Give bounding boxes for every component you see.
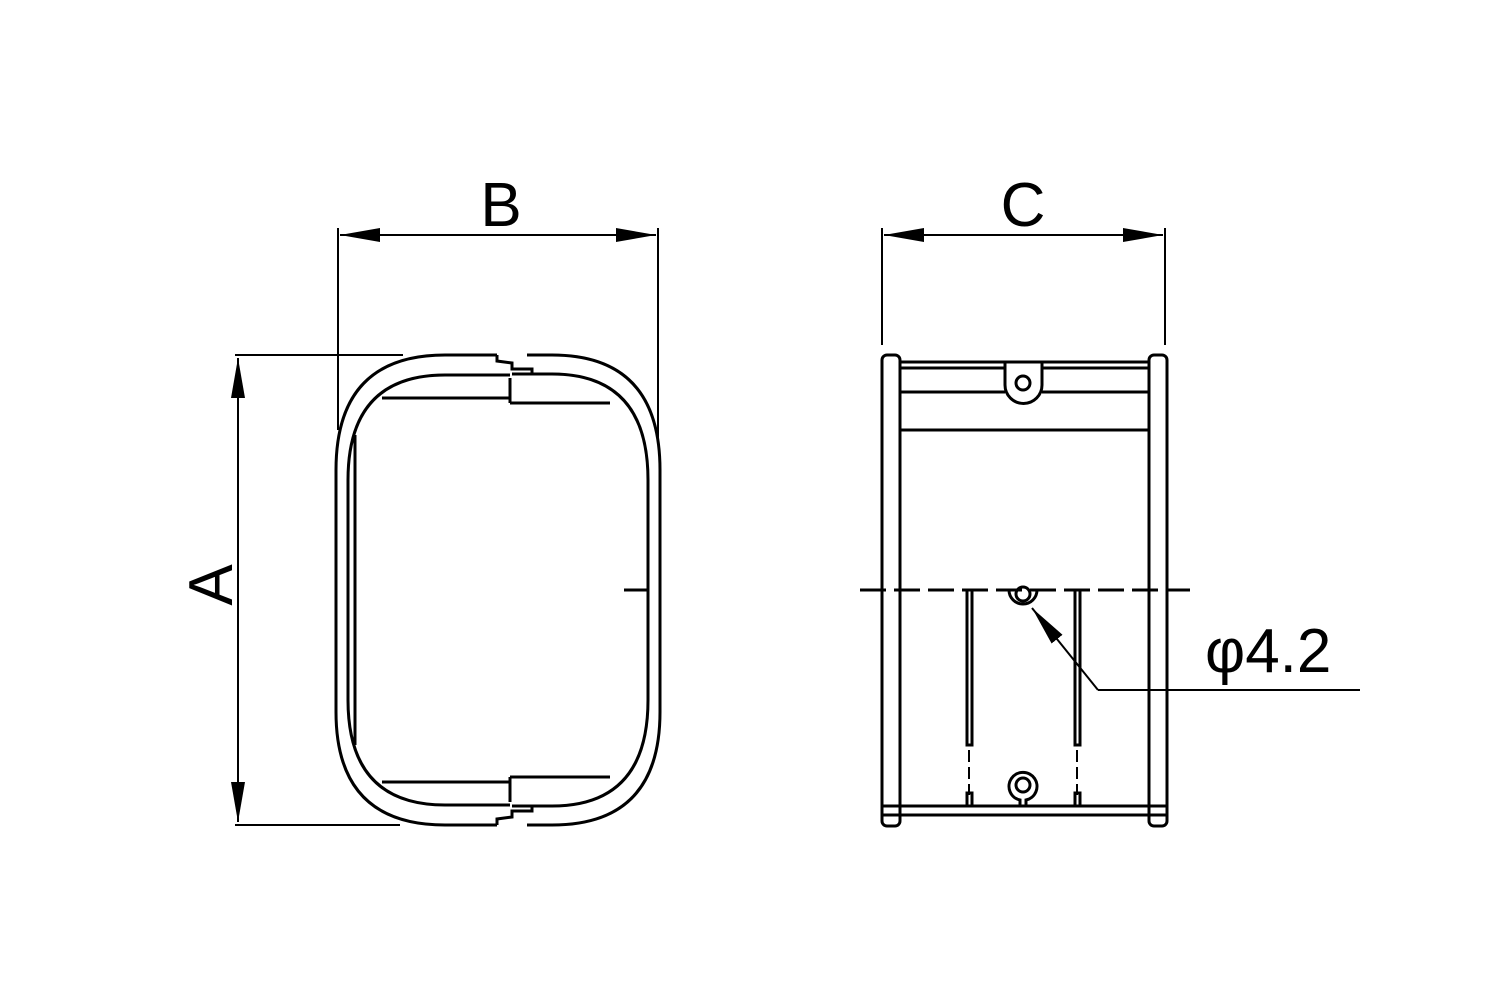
dimension-a-label: A bbox=[177, 564, 246, 606]
dimension-c: C bbox=[881, 171, 1166, 345]
hole-callout: φ4.2 bbox=[1031, 607, 1360, 691]
hole-diameter-label: φ4.2 bbox=[1205, 617, 1331, 686]
dimension-c-label: C bbox=[1001, 171, 1046, 240]
dimension-b-label: B bbox=[480, 171, 521, 240]
dimension-b: B bbox=[337, 171, 659, 440]
dimension-a: A bbox=[177, 354, 403, 826]
side-view bbox=[860, 353, 1190, 828]
screw-hole-center bbox=[1014, 585, 1032, 603]
screw-hole-top bbox=[1014, 374, 1032, 392]
screw-hole-bottom bbox=[1014, 776, 1032, 794]
front-view bbox=[334, 353, 662, 827]
mount-tab-top bbox=[1003, 362, 1044, 405]
